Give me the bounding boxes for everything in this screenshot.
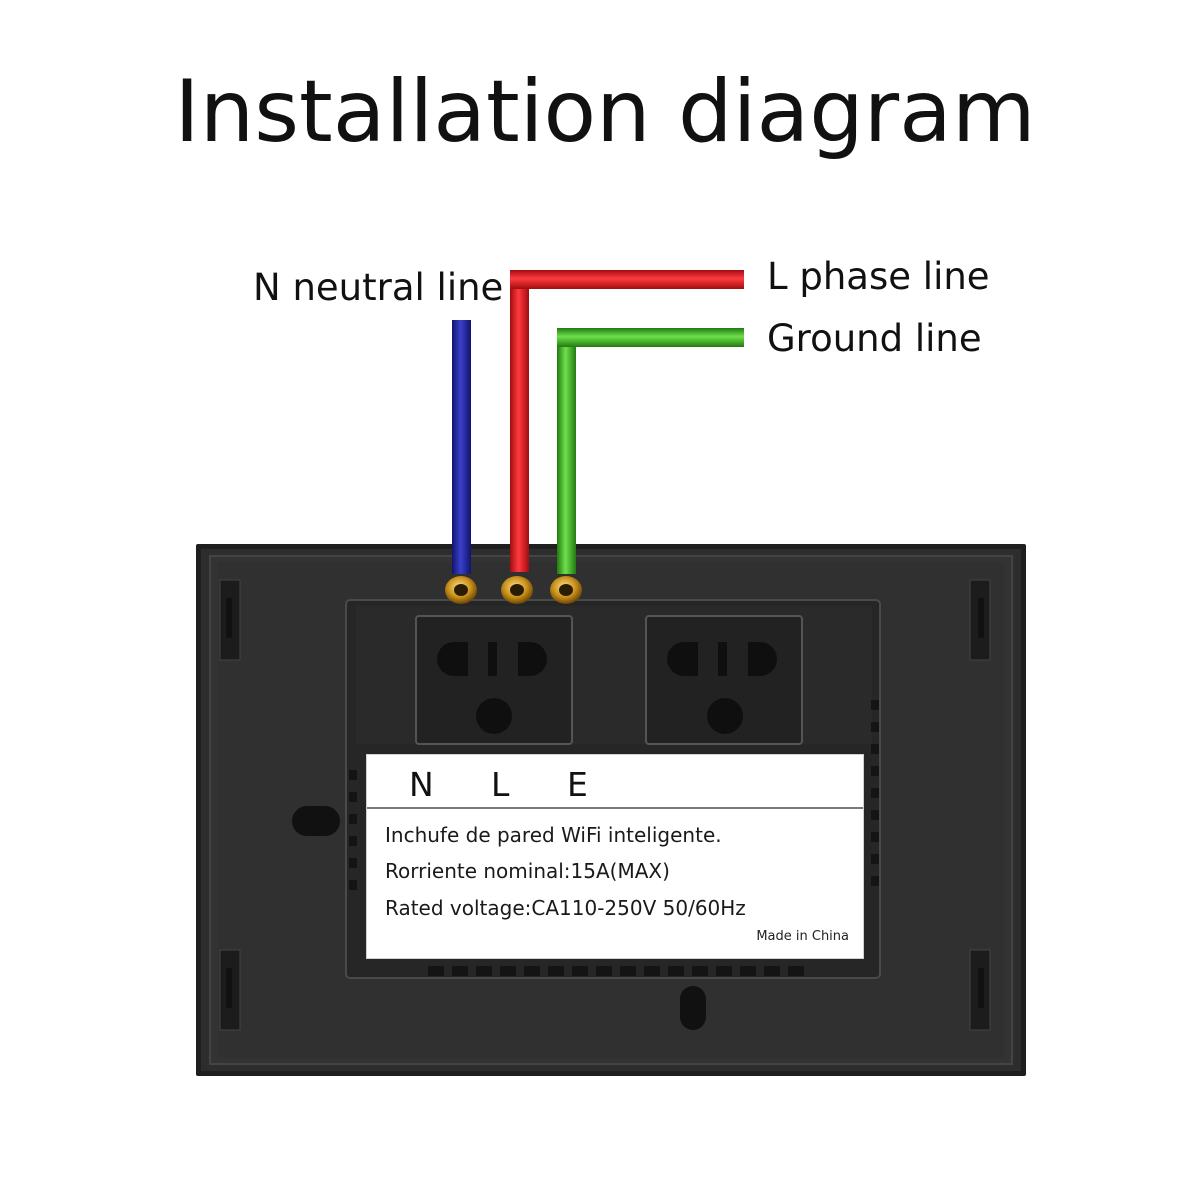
phase-wire [510,270,744,572]
page-title: Installation diagram [174,62,1036,162]
terminal-labels: N L E [367,755,863,809]
terminal-n-label: N [409,765,434,804]
outlet-left-icon [415,615,573,745]
mounting-hole-left [292,806,340,836]
product-name-text: Inchufe de pared WiFi inteligente. [385,823,722,847]
terminal-screw-icon [445,576,582,604]
rated-voltage-text: Rated voltage:CA110-250V 50/60Hz [385,896,746,920]
ground-line-label: Ground line [767,317,982,360]
phase-line-label: L phase line [767,255,990,298]
terminal-l-label: L [491,765,510,804]
outlet-right-icon [645,615,803,745]
neutral-wire [452,320,471,574]
ground-wire [557,328,744,574]
rating-sticker: N L E Inchufe de pared WiFi inteligente.… [366,754,864,959]
rated-current-text: Rorriente nominal:15A(MAX) [385,859,670,883]
neutral-line-label: N neutral line [253,266,504,309]
origin-text: Made in China [756,929,849,944]
mounting-hole-bottom [680,986,706,1030]
terminal-e-label: E [567,765,588,804]
